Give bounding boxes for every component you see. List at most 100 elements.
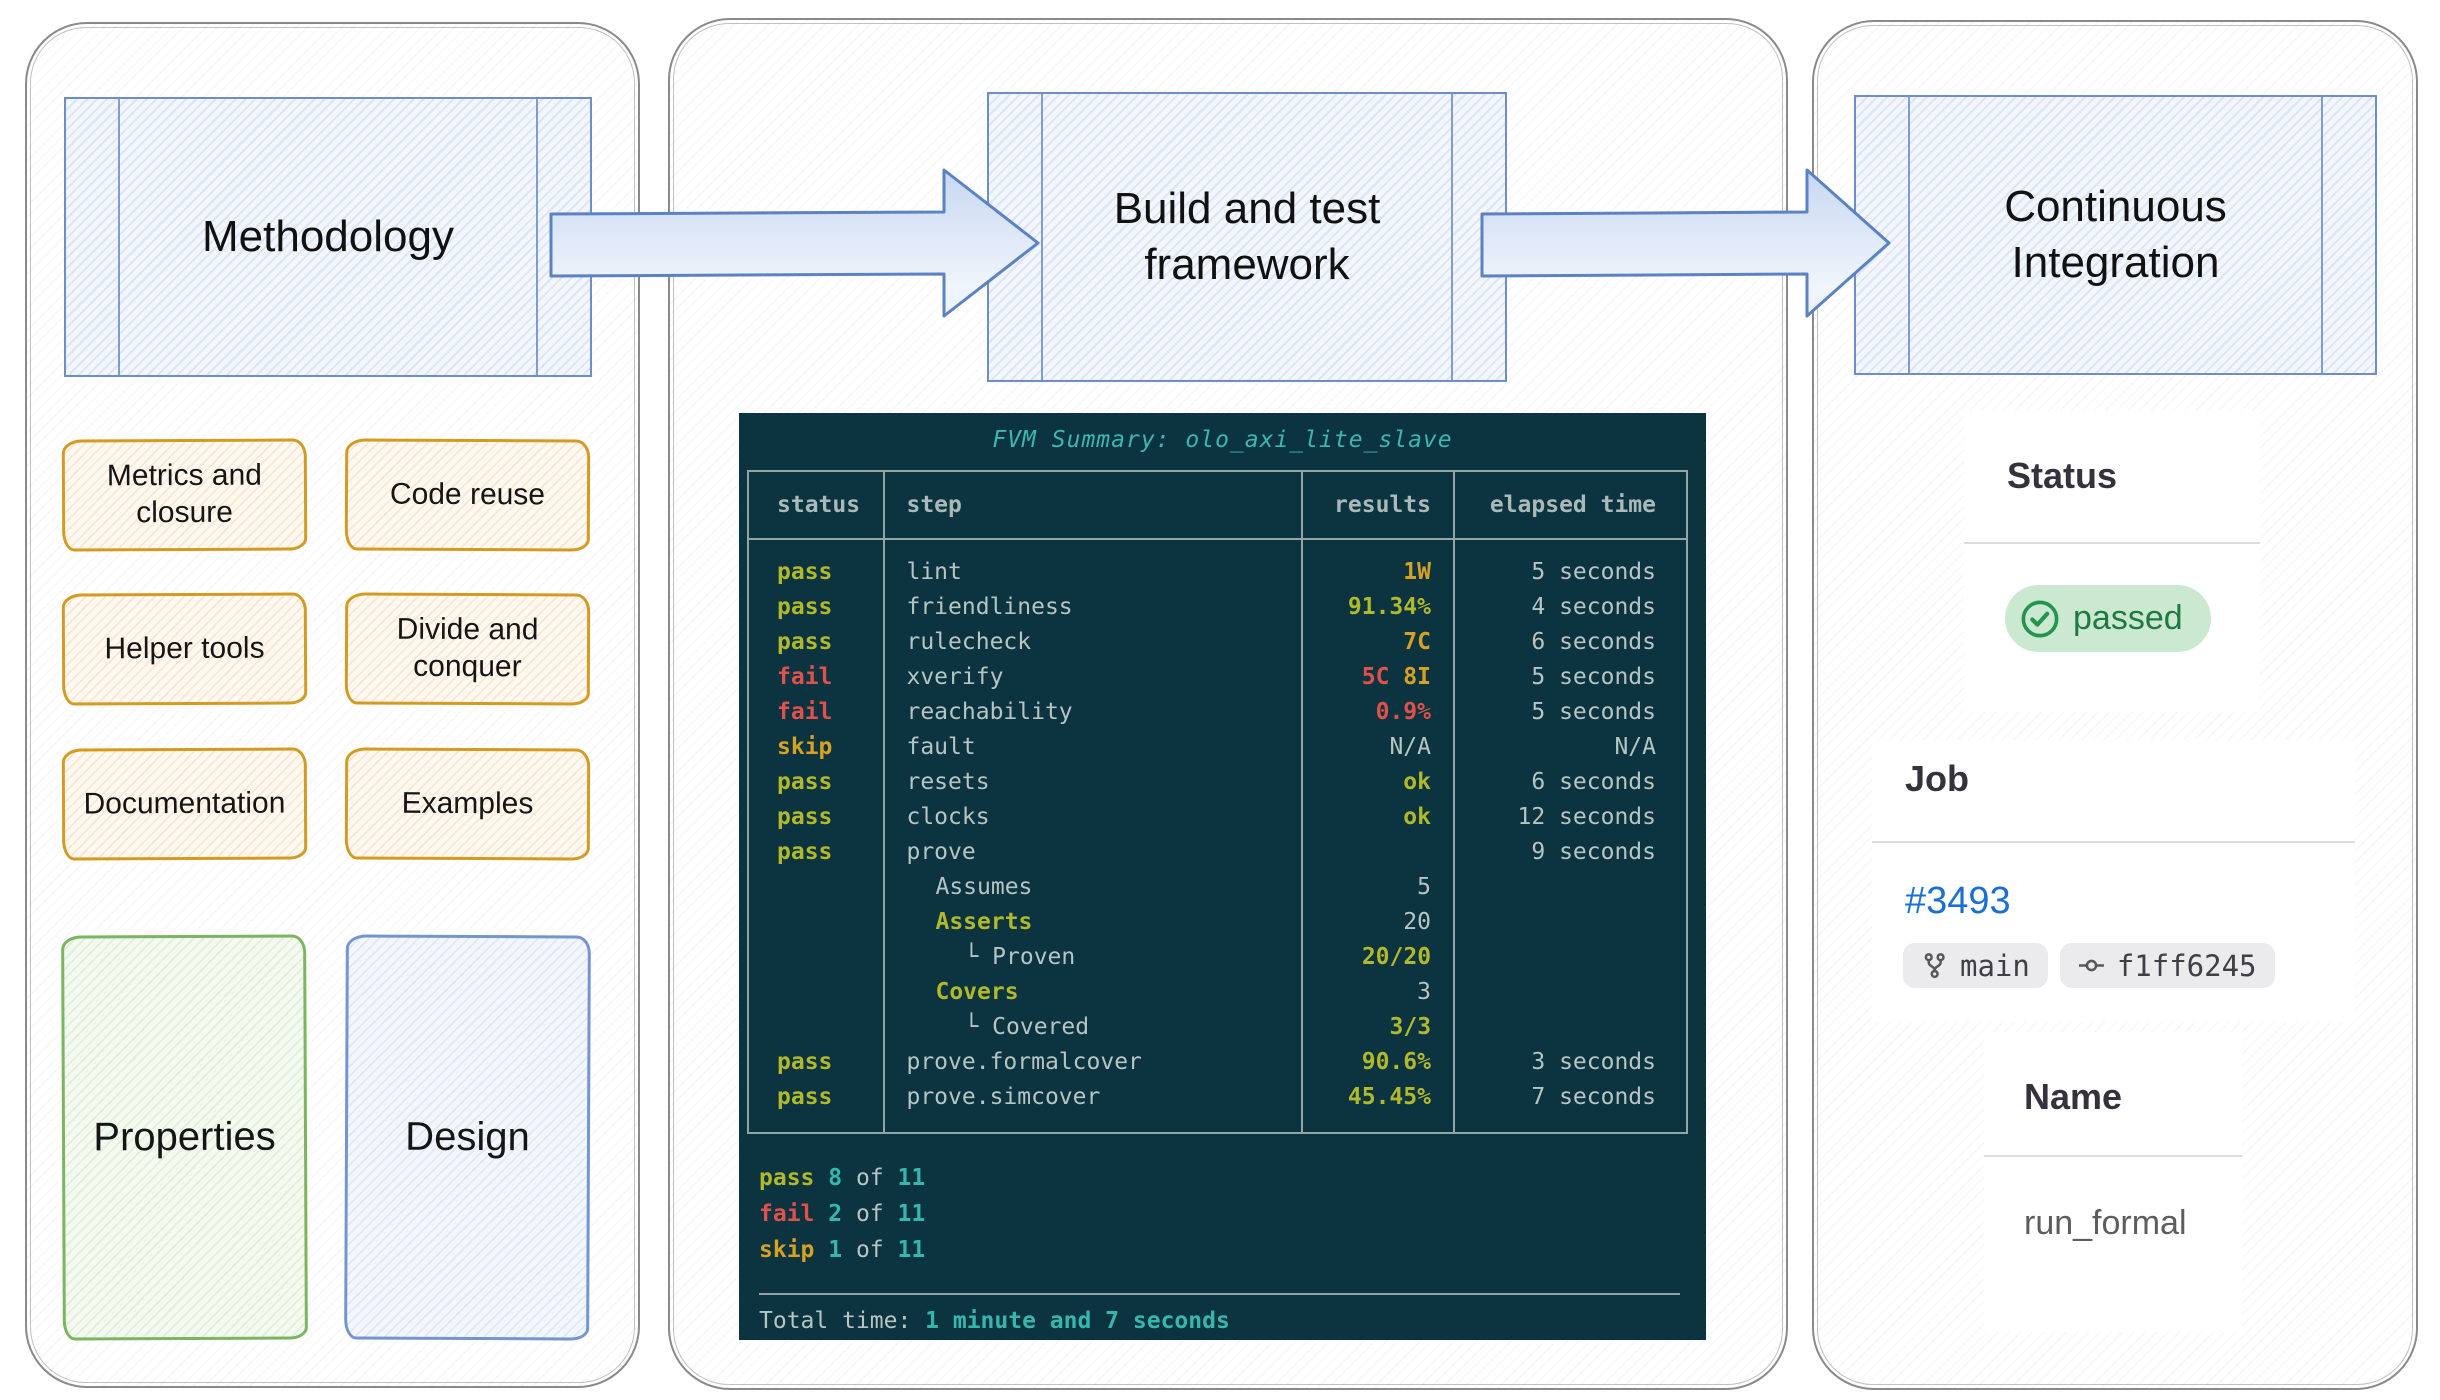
branch-tag[interactable]: main	[1903, 943, 2048, 988]
cell-status: fail	[777, 663, 833, 690]
step-label: └ Covered	[964, 1013, 1090, 1040]
cell-step: prove.formalcover	[883, 1044, 1299, 1079]
result-value: 90.6%	[1361, 1048, 1431, 1075]
step-label: prove.formalcover	[906, 1048, 1142, 1075]
fvm-table-row: └ Covered 3/3	[749, 1009, 1686, 1044]
step-label: clocks	[906, 803, 990, 830]
table-divider-2	[1301, 472, 1303, 1132]
step-label: prove.simcover	[906, 1083, 1101, 1110]
cell-elapsed-time: N/A	[1614, 733, 1656, 760]
cell-results: 0.9%	[1300, 694, 1451, 729]
cell-elapsed-time	[1451, 1009, 1686, 1044]
branch-icon	[1924, 953, 1945, 979]
cell-status: pass	[777, 628, 833, 655]
name-card: Name run_formal	[1984, 1032, 2242, 1332]
result-value: ok	[1403, 768, 1431, 795]
result-value: N/A	[1389, 733, 1431, 760]
result-value: 5	[1417, 873, 1431, 900]
methodology-box: Code reuse	[344, 438, 591, 552]
summary-label: pass	[759, 1165, 815, 1191]
methodology-box-label: Design	[405, 1114, 530, 1160]
cell-status	[749, 904, 883, 939]
cell-elapsed-time: 5 seconds	[1531, 558, 1656, 585]
cell-step: fault	[883, 729, 1299, 764]
commit-tag[interactable]: f1ff6245	[2059, 943, 2275, 988]
cell-step: prove.simcover	[883, 1079, 1299, 1114]
status-divider	[1964, 542, 2260, 544]
cell-elapsed-time: 9 seconds	[1531, 838, 1656, 865]
step-label: Asserts	[935, 908, 1033, 935]
cell-results: 45.45%	[1300, 1079, 1451, 1114]
cell-status: pass	[777, 768, 833, 795]
status-heading: Status	[2007, 455, 2118, 496]
total-time-label: Total time:	[759, 1308, 926, 1334]
cell-results	[1300, 834, 1451, 869]
cell-status	[749, 869, 883, 904]
result-value: ok	[1403, 803, 1431, 830]
result-value: 0.9%	[1375, 698, 1431, 725]
cell-results: 3/3	[1300, 1009, 1451, 1044]
methodology-box: Helper tools	[61, 592, 308, 706]
cell-results: ok	[1300, 764, 1451, 799]
total-time-value: 1 minute and 7 seconds	[925, 1308, 1230, 1334]
cell-results: 5C 8I	[1300, 659, 1451, 694]
cell-step: clocks	[883, 799, 1299, 834]
result-value: 3/3	[1389, 1013, 1432, 1040]
cell-status: pass	[777, 803, 833, 830]
methodology-box: Documentation	[61, 747, 308, 861]
col-results: results	[1334, 492, 1431, 518]
terminal-title: FVM Summary: olo_axi_lite_slave	[992, 427, 1453, 453]
summary-total: 11	[897, 1237, 926, 1263]
summary-count: 2	[828, 1201, 843, 1227]
cell-elapsed-time	[1451, 869, 1686, 904]
cell-status: pass	[777, 593, 833, 620]
cell-results: ok	[1300, 799, 1451, 834]
result-value: 3	[1417, 978, 1431, 1005]
cell-results: 1W	[1300, 554, 1451, 589]
step-label: Assumes	[935, 873, 1033, 900]
methodology-title-box: Methodology	[64, 97, 592, 377]
result-value: 91.34%	[1347, 593, 1431, 620]
summary-label: skip	[759, 1237, 815, 1263]
arrow-methodology-to-build	[549, 168, 1040, 318]
methodology-box: Metrics and closure	[61, 438, 308, 552]
cell-step: xverify	[883, 659, 1299, 694]
cell-elapsed-time: 4 seconds	[1531, 593, 1656, 620]
cell-elapsed-time: 6 seconds	[1531, 628, 1656, 655]
cell-step: lint	[883, 554, 1299, 589]
cell-status: pass	[777, 838, 833, 865]
cell-step: friendliness	[883, 589, 1299, 624]
cell-elapsed-time: 3 seconds	[1531, 1048, 1656, 1075]
build-title-box: Build and test framework	[987, 92, 1507, 382]
result-value: 7C	[1403, 628, 1431, 655]
status-card: Status passed	[1964, 411, 2260, 712]
methodology-box-label: Examples	[401, 786, 534, 820]
step-label: prove	[906, 838, 976, 865]
cell-results: 20	[1300, 904, 1451, 939]
job-id-link[interactable]: #3493	[1905, 880, 2011, 922]
fvm-table-header: status step results elapsed time	[749, 472, 1686, 540]
cell-results: 3	[1300, 974, 1451, 1009]
table-divider-3	[1453, 472, 1455, 1132]
status-badge-label: passed	[2073, 599, 2183, 637]
fvm-table-row: Assumes 5	[749, 869, 1686, 904]
job-heading: Job	[1905, 758, 1970, 799]
methodology-box-label: Code reuse	[389, 477, 546, 512]
job-name-value: run_formal	[2024, 1204, 2187, 1242]
total-time-line: Total time: 1 minute and 7 seconds	[759, 1308, 1230, 1334]
arrow-build-to-ci	[1480, 168, 1891, 318]
commit-sha: f1ff6245	[2116, 948, 2257, 983]
cell-results: 90.6%	[1300, 1044, 1451, 1079]
col-status: status	[777, 492, 861, 518]
methodology-box: Properties	[61, 934, 308, 1341]
cell-results: 20/20	[1300, 939, 1451, 974]
ci-title-box: Continuous Integration	[1854, 95, 2377, 375]
step-label: lint	[906, 558, 962, 585]
cell-status	[749, 974, 883, 1009]
